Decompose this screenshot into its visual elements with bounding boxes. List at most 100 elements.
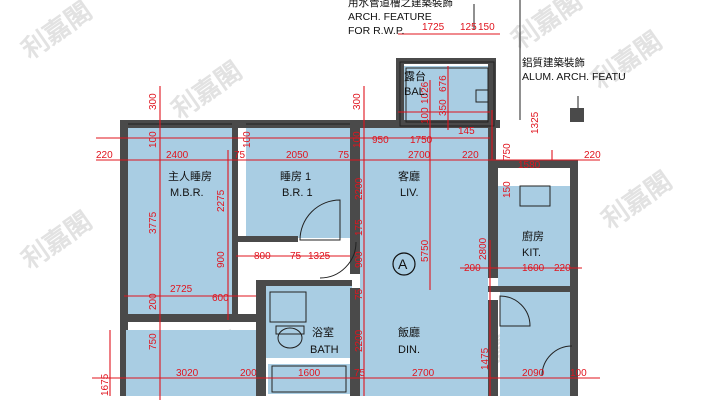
din-label-cn: 飯廳 xyxy=(398,325,420,339)
dim-label: 2200 xyxy=(354,329,365,352)
rwp-note-en1: ARCH. FEATURE xyxy=(348,11,432,23)
mbr-lower-floor xyxy=(126,330,256,396)
dim-label: 5750 xyxy=(420,239,431,262)
dim-label: 150 xyxy=(478,22,495,33)
dim-label: 75 xyxy=(354,288,365,300)
dim-label: 100 xyxy=(420,107,431,124)
dim-label: 900 xyxy=(216,251,227,268)
unit-marker: A xyxy=(392,252,416,276)
mbr-floor xyxy=(128,128,232,314)
dim-label: 300 xyxy=(352,93,363,110)
bath-label-en: BATH xyxy=(310,344,339,356)
dim-label: 350 xyxy=(438,99,449,116)
bath-tub-floor xyxy=(268,364,350,394)
dim-label: 220 xyxy=(554,263,571,274)
dim-label: 220 xyxy=(462,150,479,161)
watermark: 利嘉閣 xyxy=(16,206,97,275)
watermark: 利嘉閣 xyxy=(506,0,587,55)
dim-label: 600 xyxy=(212,293,229,304)
dim-label: 125 xyxy=(460,22,477,33)
bal-label-en: BAL. xyxy=(404,86,428,98)
bal-floor xyxy=(404,66,488,128)
liv-din-floor xyxy=(360,128,488,396)
toilet-icon xyxy=(277,327,303,349)
dim-label: 100 xyxy=(352,131,363,148)
dim-label: 900 xyxy=(354,251,365,268)
dim-label: 1475 xyxy=(480,347,491,370)
kit-lower-floor xyxy=(500,290,570,396)
kit-floor xyxy=(498,186,570,286)
dim-label: 1026 xyxy=(420,81,431,104)
dim-label: 1325 xyxy=(308,251,331,262)
dim-label: 800 xyxy=(254,251,271,262)
liv-door-arc xyxy=(319,241,357,279)
bath-label-cn: 浴室 xyxy=(312,325,334,339)
dim-label: 200 xyxy=(464,263,481,274)
dim-label: 200 xyxy=(240,368,257,379)
annotation-notes: 用水管道槽之建築裝飾 ARCH. FEATURE FOR R.W.P. 鋁質建築… xyxy=(348,0,626,83)
dim-label: 750 xyxy=(502,143,513,160)
dim-label: 2200 xyxy=(354,177,365,200)
watermark: 利嘉閣 xyxy=(596,166,677,235)
watermark: 利嘉閣 xyxy=(586,26,667,95)
dim-label: 2400 xyxy=(166,150,189,161)
liv-label-cn: 客廳 xyxy=(398,169,420,183)
dim-label: 1725 xyxy=(422,22,445,33)
entry-door xyxy=(541,345,573,377)
dim-label: 2800 xyxy=(478,237,489,260)
fixtures xyxy=(128,0,579,393)
br1-label-en: B.R. 1 xyxy=(282,187,313,199)
br1-door xyxy=(299,199,341,241)
dim-label: 75 xyxy=(290,251,302,262)
dim-label: 220 xyxy=(584,150,601,161)
dim-label: 1675 xyxy=(100,373,111,396)
dim-label: 2700 xyxy=(412,368,435,379)
dim-label: 750 xyxy=(148,333,159,350)
mbr-label-cn: 主人睡房 xyxy=(168,170,212,183)
dim-label: 2275 xyxy=(216,189,227,212)
room-labels: 主人睡房 M.B.R. 睡房 1 B.R. 1 客廳 LIV. 廚房 KIT. … xyxy=(168,69,544,356)
watermark: 利嘉閣 xyxy=(166,56,247,125)
dim-label: 150 xyxy=(502,181,513,198)
kit-label-en: KIT. xyxy=(522,247,541,259)
mbr-label-en: M.B.R. xyxy=(170,187,204,199)
dim-label: 100 xyxy=(148,131,159,148)
dim-label: 300 xyxy=(148,93,159,110)
dim-label: 3020 xyxy=(176,368,199,379)
dim-label: 75 xyxy=(234,150,246,161)
dim-label: 100 xyxy=(242,131,253,148)
dimension-lines xyxy=(92,33,600,400)
dim-label: 75 xyxy=(338,150,350,161)
dim-label: 145 xyxy=(458,126,475,137)
arch-note-en: ALUM. ARCH. FEATU xyxy=(522,71,626,83)
dim-label: 2700 xyxy=(408,150,431,161)
dim-label: 2050 xyxy=(286,150,309,161)
liv-label-en: LIV. xyxy=(400,187,419,199)
arch-note-cn: 鋁質建築裝飾 xyxy=(522,56,585,69)
dim-label: 1325 xyxy=(530,111,541,134)
kit-label-cn: 廚房 xyxy=(522,229,544,243)
bal-label-cn: 露台 xyxy=(404,69,426,83)
watermark: 利嘉閣 xyxy=(16,0,97,65)
rwp-note-en2: FOR R.W.P. xyxy=(348,25,404,37)
dim-label: 175 xyxy=(354,219,365,236)
basin-icon xyxy=(269,291,307,323)
room-fills xyxy=(126,66,570,396)
dim-label: 1600 xyxy=(522,263,545,274)
br1-floor xyxy=(246,128,350,238)
rwp-note-cn: 用水管道槽之建築裝飾 xyxy=(348,0,453,9)
bathtub-icon xyxy=(271,365,347,393)
dimension-labels: 1725 125 150 300 300 1026 676 350 145 13… xyxy=(96,22,601,396)
dim-label: 1750 xyxy=(410,135,433,146)
dim-label: 2725 xyxy=(170,284,193,295)
br1-label-cn: 睡房 1 xyxy=(280,170,311,183)
unit-label: A xyxy=(398,256,408,272)
dim-label: 75 xyxy=(354,368,366,379)
dim-label: 2090 xyxy=(522,368,545,379)
dim-label: 1580 xyxy=(518,160,541,171)
dim-label: 676 xyxy=(438,75,449,92)
stove-icon xyxy=(519,185,551,207)
dim-label: 3775 xyxy=(148,211,159,234)
